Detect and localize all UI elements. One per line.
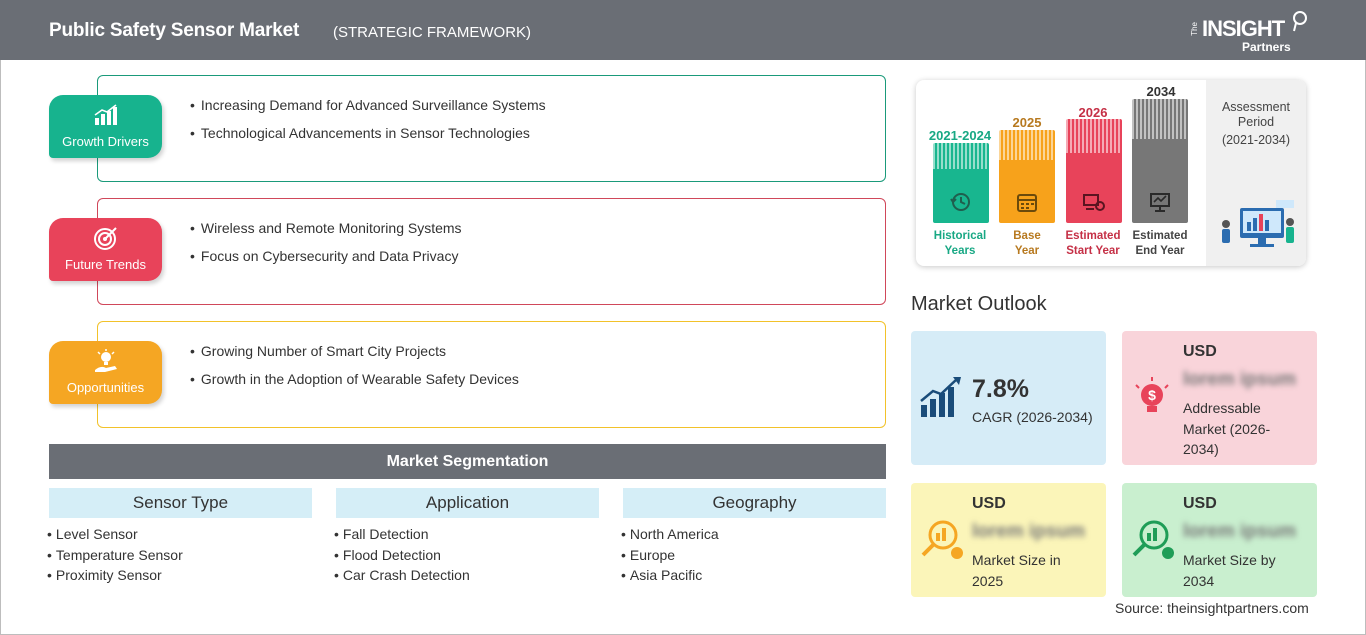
bar-stripes [1066, 119, 1122, 153]
market-size-2034-card: USD lorem ipsum Market Size by 2034 [1122, 483, 1317, 597]
page-title: Public Safety Sensor Market [49, 20, 300, 41]
target-icon [94, 227, 117, 250]
list-item: Fall Detection [334, 525, 470, 546]
list-item: Flood Detection [334, 546, 470, 567]
header-bar: Public Safety Sensor Market (STRATEGIC F… [0, 0, 1366, 60]
timeline-card: Assessment Period (2021-2034) [916, 80, 1306, 266]
page-subtitle: (STRATEGIC FRAMEWORK) [333, 24, 532, 41]
cagr-card: 7.8% CAGR (2026-2034) [911, 331, 1106, 465]
addressable-market-card: $ USD lorem ipsum Addressable Market (20… [1122, 331, 1317, 465]
opportunities-box: Growing Number of Smart City Projects Gr… [97, 321, 886, 428]
market-outlook-title: Market Outlook [911, 293, 1047, 315]
geography-heading: Geography [623, 488, 886, 518]
sensor-type-heading: Sensor Type [49, 488, 312, 518]
future-trends-box: Wireless and Remote Monitoring Systems F… [97, 198, 886, 305]
cagr-growth-icon [920, 377, 961, 417]
logo-partners: Partners [1242, 40, 1291, 54]
size-2025-currency: USD [972, 495, 1006, 512]
calendar-icon [1017, 194, 1037, 212]
future-trends-label: Future Trends [65, 257, 146, 272]
application-heading: Application [336, 488, 599, 518]
source-link[interactable]: Source: theinsightpartners.com [1115, 600, 1309, 616]
geography-list: North America Europe Asia Pacific [621, 525, 719, 587]
list-item: Car Crash Detection [334, 566, 470, 587]
logo-insight: INSIGHT [1202, 16, 1285, 41]
list-item: Europe [621, 546, 719, 567]
opportunities-label: Opportunities [66, 380, 145, 395]
history-icon [950, 193, 970, 211]
addressable-label: Addressable Market (2026-2034) [1183, 400, 1271, 457]
insight-partners-logo[interactable]: The INSIGHT Partners [1188, 10, 1318, 54]
bar-end [1132, 99, 1188, 223]
list-item: Proximity Sensor [47, 566, 183, 587]
year-base: 2025 [1012, 115, 1042, 130]
application-list: Fall Detection Flood Detection Car Crash… [334, 525, 470, 587]
bar-stripes [1132, 99, 1188, 139]
cagr-label: CAGR (2026-2034) [972, 409, 1093, 425]
size-2025-value: lorem ipsum [972, 521, 1085, 542]
bar-stripes [933, 143, 989, 169]
logo-swoosh-icon [1293, 11, 1307, 32]
list-item: Growth in the Adoption of Wearable Safet… [190, 370, 519, 398]
sensor-type-list: Level Sensor Temperature Sensor Proximit… [47, 525, 183, 587]
segmentation-header: Market Segmentation [49, 444, 886, 479]
start-flag-icon [1083, 194, 1105, 211]
list-item: Technological Advancements in Sensor Tec… [190, 124, 546, 152]
list-item: Temperature Sensor [47, 546, 183, 567]
caption-base: Base Year [1013, 230, 1041, 257]
year-historical: 2021-2024 [928, 128, 992, 143]
size-2034-currency: USD [1183, 495, 1217, 512]
growth-drivers-box: Increasing Demand for Advanced Surveilla… [97, 75, 886, 182]
year-start: 2026 [1078, 105, 1108, 120]
opportunities-badge: Opportunities [49, 341, 162, 404]
future-trends-list: Wireless and Remote Monitoring Systems F… [190, 219, 462, 275]
future-trends-badge: Future Trends [49, 218, 162, 281]
growth-drivers-badge: Growth Drivers [49, 95, 162, 158]
growth-drivers-list: Increasing Demand for Advanced Surveilla… [190, 96, 546, 152]
end-monitor-icon [1150, 193, 1170, 212]
analytics-illustration-icon [1222, 200, 1294, 247]
logo-the: The [1190, 22, 1199, 36]
year-end: 2034 [1146, 84, 1176, 99]
opportunities-list: Growing Number of Smart City Projects Gr… [190, 342, 519, 398]
assessment-label: Assessment Period [1221, 100, 1291, 129]
cagr-value: 7.8% [972, 375, 1029, 403]
list-item: Wireless and Remote Monitoring Systems [190, 219, 462, 247]
bar-historical [933, 143, 989, 223]
magnifier-coin-icon [921, 520, 963, 559]
assessment-panel: Assessment Period (2021-2034) [1206, 80, 1306, 266]
addressable-value: lorem ipsum [1183, 369, 1296, 390]
dollar-bulb-icon: $ [1135, 377, 1169, 412]
list-item: Focus on Cybersecurity and Data Privacy [190, 247, 462, 275]
caption-start: Estimated Start Year [1065, 230, 1121, 257]
size-2034-value: lorem ipsum [1183, 521, 1296, 542]
caption-end: Estimated End Year [1132, 230, 1188, 257]
addressable-currency: USD [1183, 343, 1217, 360]
svg-text:$: $ [1148, 387, 1156, 403]
bar-start [1066, 119, 1122, 223]
market-size-2025-card: USD lorem ipsum Market Size in 2025 [911, 483, 1106, 597]
caption-historical: Historical Years [933, 230, 987, 257]
list-item: Growing Number of Smart City Projects [190, 342, 519, 370]
list-item: North America [621, 525, 719, 546]
size-2034-label: Market Size by 2034 [1183, 552, 1276, 589]
size-2025-label: Market Size in 2025 [972, 552, 1061, 589]
growth-chart-icon [94, 104, 117, 125]
magnifier-chart-icon [1132, 520, 1174, 559]
growth-drivers-label: Growth Drivers [62, 134, 149, 149]
list-item: Increasing Demand for Advanced Surveilla… [190, 96, 546, 124]
bar-stripes [999, 130, 1055, 160]
bar-base [999, 130, 1055, 223]
list-item: Level Sensor [47, 525, 183, 546]
list-item: Asia Pacific [621, 566, 719, 587]
lightbulb-hand-icon [95, 349, 117, 372]
assessment-range: (2021-2034) [1221, 133, 1291, 147]
